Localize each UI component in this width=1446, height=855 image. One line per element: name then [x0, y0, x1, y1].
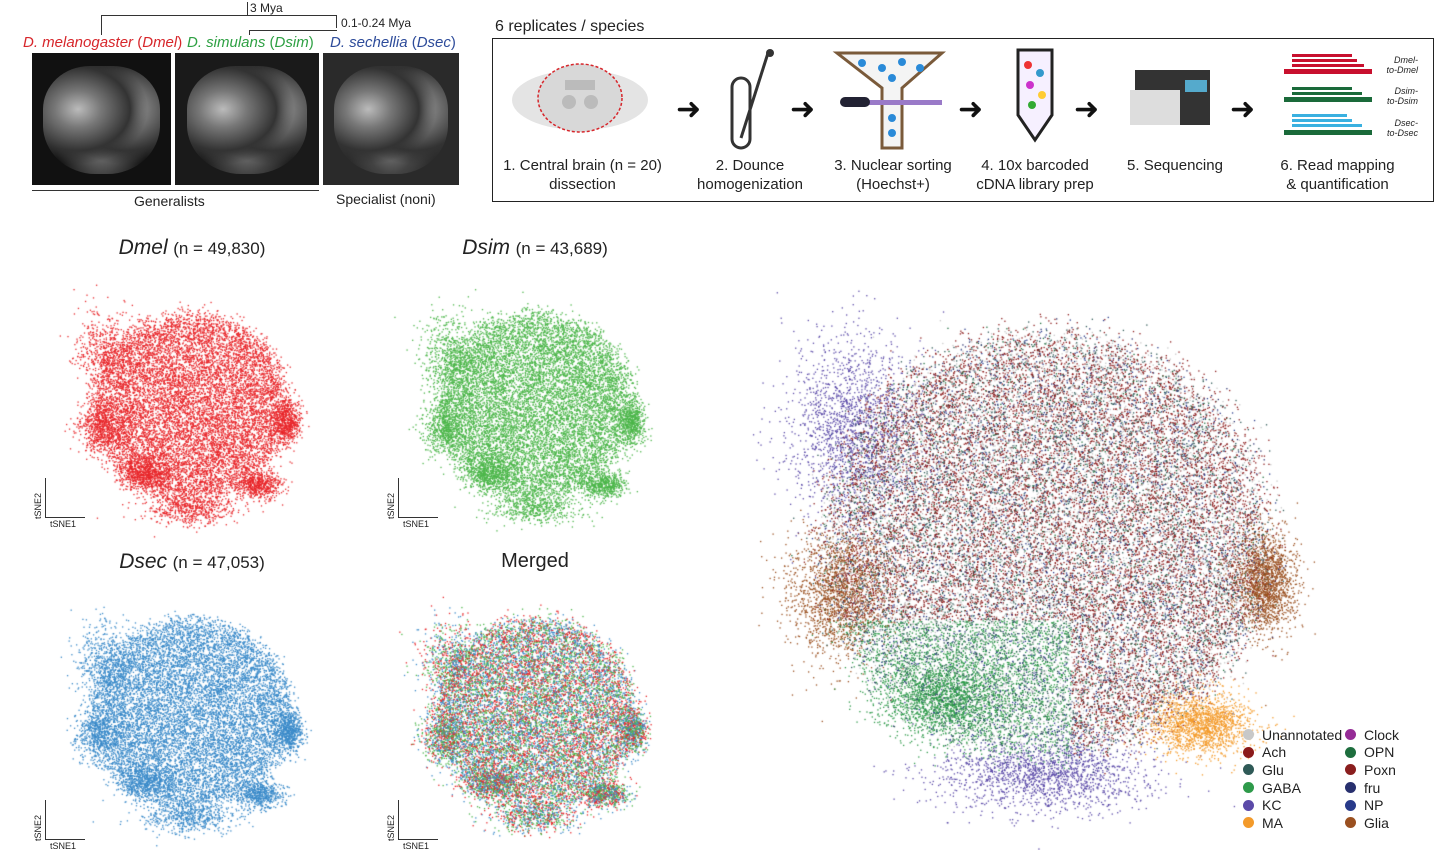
- legend-label: MA: [1262, 814, 1283, 831]
- sequencer-icon: [1130, 70, 1210, 125]
- step-3-label: 3. Nuclear sorting(Hoechst+): [834, 157, 952, 193]
- specialist-label: Specialist (noni): [336, 191, 436, 207]
- nuclear-sorting-icon: [832, 51, 946, 150]
- step-1-label: 1. Central brain (n = 20)dissection: [503, 157, 662, 193]
- brain-image-dsec: [323, 53, 459, 185]
- legend-label: GABA: [1262, 779, 1301, 796]
- mapping-label-dsec: Dsec-to-Dsec: [1386, 118, 1418, 138]
- legend-label: Poxn: [1364, 761, 1396, 778]
- legend-dot: [1243, 782, 1254, 794]
- legend-item-np: NP: [1345, 796, 1383, 814]
- cdna-library-tube-icon: [1016, 48, 1054, 143]
- brain-dissection-icon: [512, 63, 648, 133]
- legend-dot: [1243, 746, 1254, 758]
- mapping-label-dmel: Dmel-to-Dmel: [1386, 55, 1418, 75]
- legend-dot: [1345, 746, 1356, 758]
- arrow-icon: ➜: [958, 93, 984, 126]
- legend-item-glu: Glu: [1243, 761, 1284, 779]
- legend-item-ma: MA: [1243, 814, 1283, 832]
- brain-image-dsim: [175, 53, 319, 185]
- arrow-icon: ➜: [1230, 93, 1256, 126]
- legend-item-poxn: Poxn: [1345, 761, 1396, 779]
- tsne-plot-dsec: [40, 575, 340, 850]
- legend-item-glia: Glia: [1345, 814, 1389, 832]
- legend-dot: [1243, 764, 1254, 776]
- legend-label: NP: [1364, 797, 1384, 814]
- tsne-plot-dsim: [385, 270, 685, 540]
- tsne-plot-dmel: [40, 270, 340, 540]
- split-label-3mya: 3 Mya: [250, 1, 283, 15]
- panel-title-dmel: Dmel (n = 49,830): [118, 236, 266, 259]
- arrow-icon: ➜: [676, 93, 702, 126]
- legend-label: fru: [1364, 779, 1381, 796]
- species-label-dsec: D. sechellia (Dsec): [330, 34, 456, 51]
- split-label-recent: 0.1-0.24 Mya: [341, 16, 412, 30]
- pipeline-box: [492, 38, 1434, 202]
- read-mapping-icon: [1284, 54, 1372, 135]
- legend-item-kc: KC: [1243, 796, 1281, 814]
- arrow-icon: ➜: [1074, 93, 1100, 126]
- panel-title-merged: Merged: [501, 550, 569, 572]
- mapping-label-dsim: Dsim-to-Dsim: [1387, 86, 1418, 106]
- legend-dot: [1345, 799, 1356, 811]
- step-5-label: 5. Sequencing: [1127, 157, 1223, 174]
- generalists-label: Generalists: [134, 193, 205, 209]
- legend-label: OPN: [1364, 744, 1395, 761]
- species-label-dsim: D. simulans (Dsim): [187, 34, 314, 51]
- tsne-plot-merged: [385, 575, 685, 850]
- legend-dot: [1243, 729, 1254, 741]
- legend-dot: [1345, 729, 1356, 741]
- legend-item-clock: Clock: [1345, 726, 1399, 744]
- legend-dot: [1345, 764, 1356, 776]
- step-6-label: 6. Read mapping& quantification: [1280, 157, 1395, 193]
- legend-dot: [1345, 817, 1356, 829]
- legend-label: Glu: [1262, 761, 1284, 778]
- legend-item-fru: fru: [1345, 779, 1380, 797]
- brain-image-dmel: [32, 53, 171, 185]
- legend-label: KC: [1262, 797, 1282, 814]
- legend-label: Glia: [1364, 814, 1389, 831]
- legend-dot: [1243, 799, 1254, 811]
- arrow-icon: ➜: [790, 93, 816, 126]
- legend-item-gaba: GABA: [1243, 779, 1301, 797]
- legend-dot: [1243, 817, 1254, 829]
- pipeline-title: 6 replicates / species: [495, 18, 645, 35]
- legend-item-opn: OPN: [1345, 744, 1394, 762]
- legend-label: Clock: [1364, 726, 1400, 743]
- tsne-plot-annotated: [725, 235, 1365, 850]
- legend-item-ach: Ach: [1243, 744, 1286, 762]
- legend-item-unannotated: Unannotated: [1243, 726, 1342, 744]
- legend-label: Unannotated: [1262, 726, 1343, 743]
- legend-label: Ach: [1262, 744, 1287, 761]
- panel-title-dsec: Dsec (n = 47,053): [119, 550, 265, 573]
- panel-title-dsim: Dsim (n = 43,689): [462, 236, 608, 259]
- dounce-homogenizer-icon: [730, 49, 774, 150]
- species-label-dmel: D. melanogaster (Dmel): [23, 34, 183, 51]
- legend-dot: [1345, 782, 1356, 794]
